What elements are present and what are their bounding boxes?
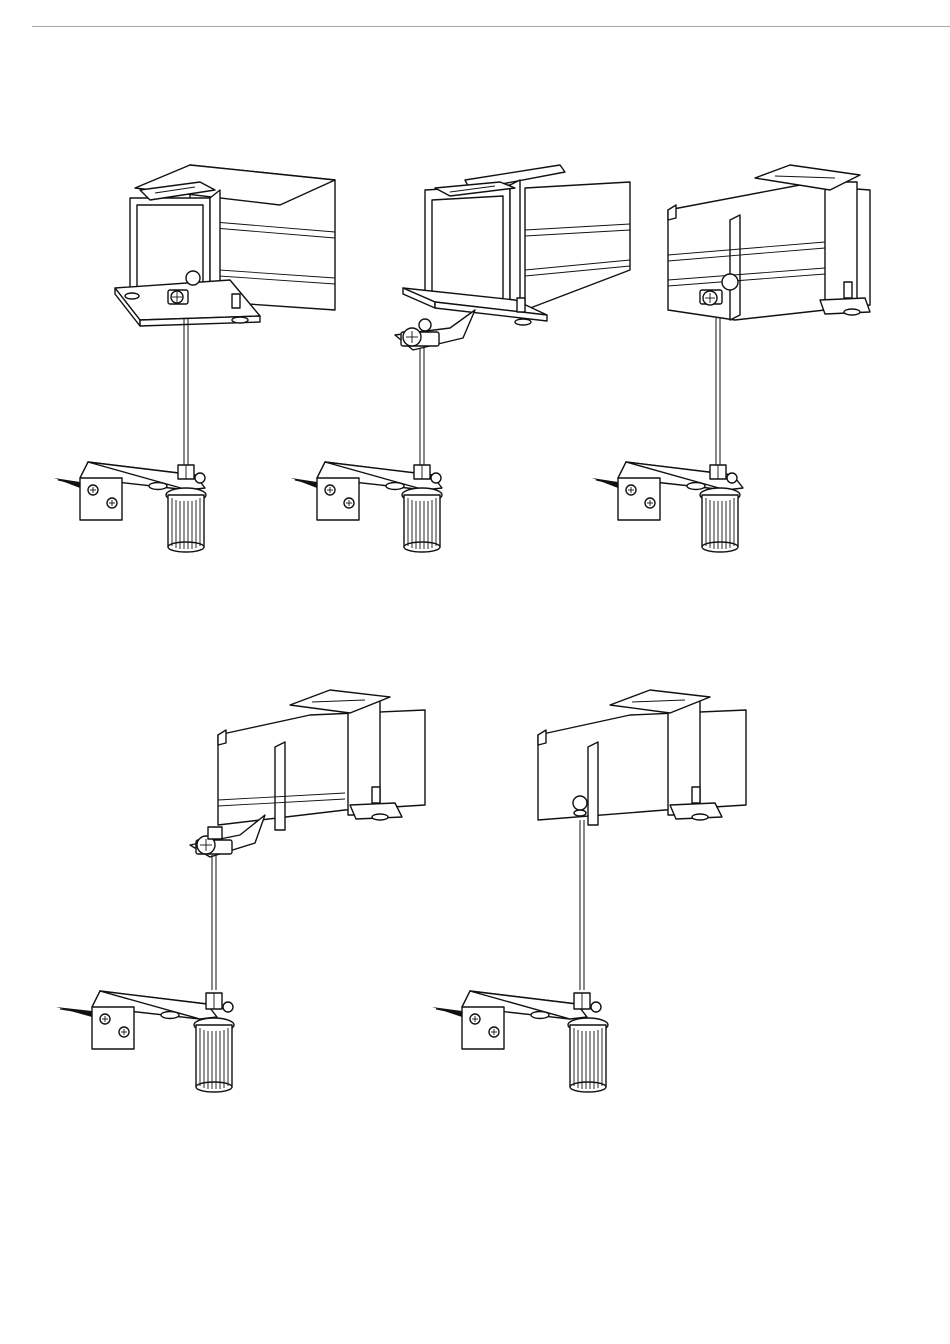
lipped-channel-profile [538,690,746,825]
knurled-sleeve [402,488,442,552]
knurled-sleeve [568,1018,608,1092]
wall-plug-arrow [56,1007,92,1017]
wall-plug-arrow [54,478,80,488]
threaded-rod [716,318,720,465]
figure-5-lipped-channel-direct-hanger [430,685,760,1100]
wall-plug-arrow [291,478,317,488]
knurled-sleeve [166,488,206,552]
wall-plug-arrow [432,1007,462,1017]
hex-nut [206,993,233,1012]
knurled-sleeve [700,488,740,552]
knurled-sleeve [194,1018,234,1092]
threaded-rod [184,318,188,465]
wall-bracket [462,991,587,1049]
wall-plug-arrow [592,478,618,488]
threaded-rod [212,855,216,990]
top-rule [32,26,950,27]
figure-4-lipped-channel-offset-hanger [50,685,440,1100]
lipped-channel-profile [668,165,870,320]
direct-thread-nut [573,796,587,816]
lipped-channel-profile [218,690,425,830]
threaded-rod [420,348,424,465]
offset-hook-plate [395,310,475,350]
threaded-rod [580,820,584,990]
figure-3-lipped-channel-hanger [580,160,880,560]
hex-nut [574,993,601,1012]
